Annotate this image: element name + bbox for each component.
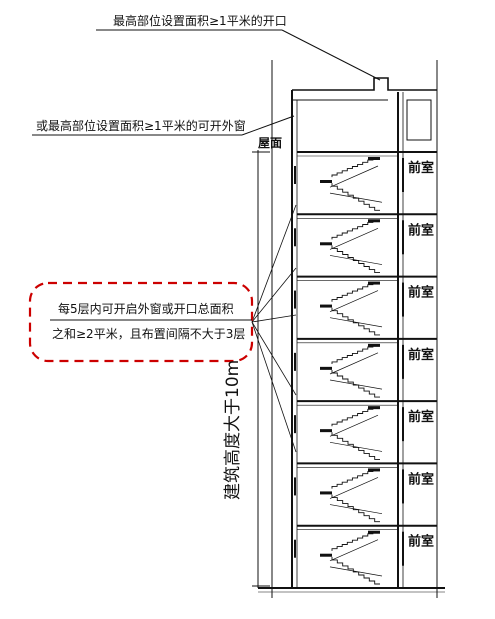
anteroom-label: 前室 — [408, 222, 434, 238]
stair-flight-upper — [331, 282, 378, 302]
stair-landing-right — [368, 468, 380, 472]
stair-flight-upper — [331, 468, 378, 489]
wall-window-mark — [294, 290, 296, 309]
openable-window-leader — [241, 115, 295, 136]
stair-flight-upper — [331, 219, 378, 240]
roof-profile — [292, 77, 437, 91]
stair-landing-left — [320, 429, 332, 433]
stair-landing-right — [368, 281, 380, 285]
callout-text-line1: 每5层内可开启外窗或开口总面积 — [58, 301, 234, 316]
anteroom-label: 前室 — [408, 160, 434, 176]
stair-landing-right — [368, 157, 380, 160]
stair-stringer-lower — [329, 379, 383, 390]
top-shaft-box — [406, 99, 432, 141]
stair-landing-right — [368, 406, 380, 410]
anteroom-label: 前室 — [408, 409, 434, 425]
stair-landing-right — [368, 530, 380, 534]
stair-flight-lower — [331, 556, 380, 585]
stair-stringer-lower — [329, 566, 383, 577]
stair-stringer-upper — [329, 477, 379, 499]
stair-stringer-upper — [329, 414, 379, 437]
wall-window-mark — [294, 166, 296, 184]
callout-box — [28, 281, 254, 363]
top-opening-annotation: 最高部位设置面积≥1平米的开口 — [113, 13, 287, 28]
stair-flight-upper — [331, 344, 378, 364]
stair-stringer-lower — [329, 192, 383, 203]
stair-stringer-lower — [329, 317, 383, 328]
stair-landing-left — [320, 242, 332, 246]
stair-landing-left — [320, 180, 332, 183]
stair-flight-upper — [331, 531, 378, 551]
wall-window-mark — [294, 477, 296, 496]
stair-landing-left — [320, 553, 332, 557]
stair-stringer-lower — [329, 441, 383, 452]
stair-stringer-lower — [329, 255, 383, 265]
anteroom-label: 前室 — [408, 347, 434, 363]
stair-flight-lower — [331, 245, 380, 274]
roof-label: 屋面 — [258, 136, 282, 150]
anteroom-label: 前室 — [408, 534, 434, 550]
top-opening-leader — [281, 29, 381, 81]
stair-stringer-upper — [329, 290, 379, 313]
stair-stringer-lower — [329, 504, 383, 515]
stair-flight-lower — [331, 307, 380, 336]
stair-landing-right — [368, 219, 380, 223]
stair-landing-left — [320, 304, 332, 308]
stair-stringer-upper — [329, 352, 379, 375]
stair-flight-lower — [331, 370, 380, 398]
openable-window-annotation: 或最高部位设置面积≥1平米的可开外窗 — [36, 118, 246, 133]
callout-text-line2: 之和≥2平米，且布置间隔不大于3层 — [52, 327, 245, 341]
stair-flight-upper — [331, 157, 378, 178]
stair-stringer-upper — [329, 539, 379, 562]
stair-flight-upper — [331, 406, 378, 427]
stair-flight-lower — [331, 183, 380, 211]
stair-landing-left — [320, 366, 332, 370]
anteroom-label: 前室 — [408, 471, 434, 487]
stair-flight-lower — [331, 432, 380, 460]
wall-window-mark — [294, 228, 296, 247]
stair-landing-left — [320, 491, 332, 495]
callout-leader-lines — [251, 204, 297, 453]
stair-stringer-upper — [329, 227, 379, 250]
stair-stringer-upper — [329, 165, 379, 188]
stair-landing-right — [368, 343, 380, 347]
wall-window-mark — [294, 352, 296, 371]
anteroom-label: 前室 — [408, 285, 434, 301]
building-height-label: 建筑高度大于10m — [223, 360, 243, 500]
stair-flight-lower — [331, 494, 380, 523]
wall-window-mark — [294, 415, 296, 434]
wall-window-mark — [294, 539, 296, 558]
